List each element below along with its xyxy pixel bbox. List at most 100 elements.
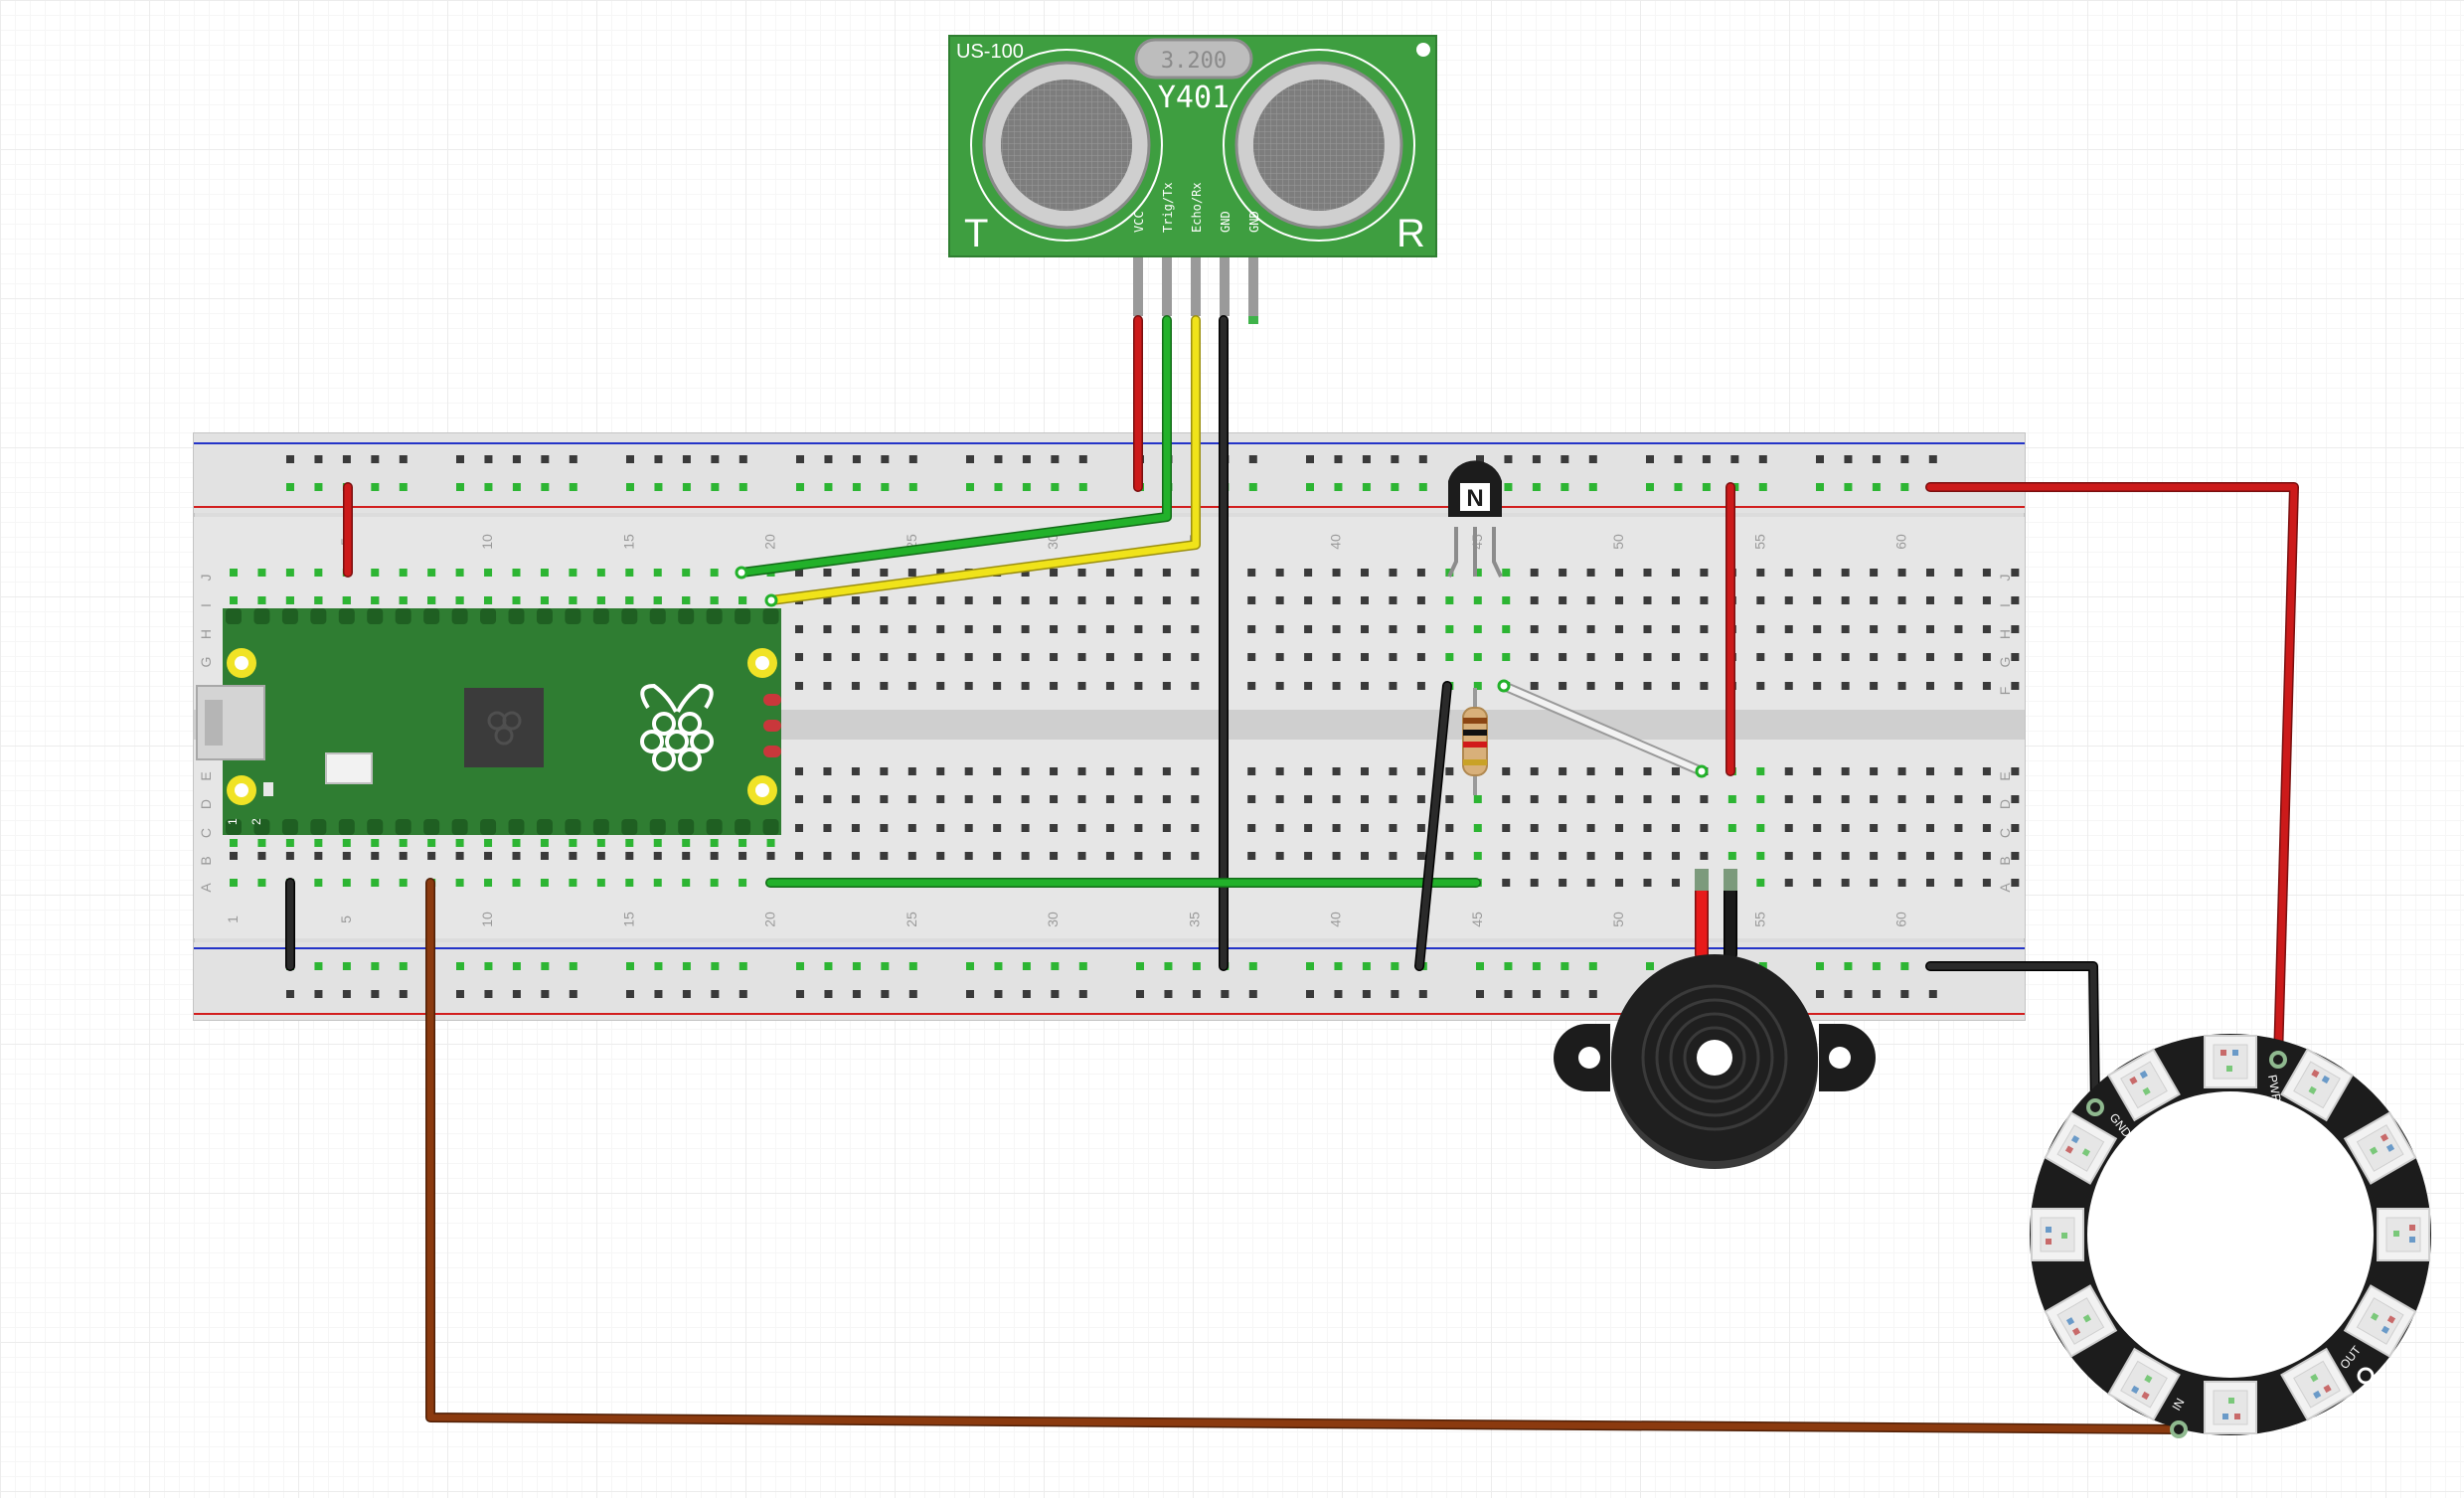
breadboard-hole[interactable] bbox=[1646, 962, 1654, 970]
breadboard-hole[interactable] bbox=[285, 852, 294, 860]
breadboard-hole[interactable] bbox=[1078, 483, 1087, 491]
breadboard-hole[interactable] bbox=[852, 483, 861, 491]
breadboard-hole[interactable] bbox=[907, 682, 916, 690]
breadboard-hole[interactable] bbox=[1476, 962, 1484, 970]
breadboard-hole[interactable] bbox=[1532, 483, 1541, 491]
breadboard-hole[interactable] bbox=[484, 455, 493, 463]
breadboard-hole[interactable] bbox=[1954, 795, 1963, 803]
breadboard-hole[interactable] bbox=[342, 852, 351, 860]
breadboard-hole[interactable] bbox=[1841, 653, 1850, 661]
breadboard-hole[interactable] bbox=[257, 852, 266, 860]
breadboard-hole[interactable] bbox=[314, 569, 323, 577]
breadboard-hole[interactable] bbox=[371, 569, 380, 577]
breadboard-hole[interactable] bbox=[1954, 767, 1963, 775]
breadboard-hole[interactable] bbox=[964, 852, 973, 860]
breadboard-hole[interactable] bbox=[1671, 569, 1680, 577]
breadboard-hole[interactable] bbox=[936, 824, 945, 832]
breadboard-hole[interactable] bbox=[1615, 824, 1624, 832]
breadboard-hole[interactable] bbox=[880, 795, 889, 803]
breadboard-hole[interactable] bbox=[766, 852, 775, 860]
breadboard-hole[interactable] bbox=[1134, 569, 1143, 577]
breadboard-hole[interactable] bbox=[851, 852, 860, 860]
breadboard-hole[interactable] bbox=[881, 990, 890, 998]
breadboard-hole[interactable] bbox=[994, 962, 1003, 970]
breadboard-hole[interactable] bbox=[964, 767, 973, 775]
breadboard-hole[interactable] bbox=[1926, 596, 1934, 604]
breadboard-hole[interactable] bbox=[1473, 569, 1482, 577]
breadboard-hole[interactable] bbox=[1559, 879, 1567, 887]
breadboard-hole[interactable] bbox=[1615, 852, 1624, 860]
breadboard-hole[interactable] bbox=[1559, 824, 1567, 832]
breadboard-hole[interactable] bbox=[1332, 682, 1341, 690]
breadboard-hole[interactable] bbox=[1561, 962, 1569, 970]
breadboard-hole[interactable] bbox=[1841, 625, 1850, 633]
breadboard-hole[interactable] bbox=[1671, 682, 1680, 690]
breadboard-hole[interactable] bbox=[739, 455, 747, 463]
breadboard-hole[interactable] bbox=[1275, 596, 1284, 604]
breadboard-hole[interactable] bbox=[1615, 795, 1624, 803]
breadboard-hole[interactable] bbox=[1105, 824, 1114, 832]
breadboard-hole[interactable] bbox=[342, 879, 351, 887]
breadboard-hole[interactable] bbox=[1473, 852, 1482, 860]
breadboard-hole[interactable] bbox=[371, 962, 380, 970]
breadboard-hole[interactable] bbox=[964, 795, 973, 803]
breadboard-hole[interactable] bbox=[1050, 824, 1059, 832]
breadboard-hole[interactable] bbox=[1926, 682, 1934, 690]
breadboard-hole[interactable] bbox=[1051, 990, 1060, 998]
breadboard-hole[interactable] bbox=[1247, 625, 1256, 633]
breadboard-hole[interactable] bbox=[1445, 852, 1454, 860]
breadboard-hole[interactable] bbox=[314, 852, 323, 860]
breadboard-hole[interactable] bbox=[1559, 653, 1567, 661]
breadboard-hole[interactable] bbox=[1361, 569, 1369, 577]
breadboard-hole[interactable] bbox=[1813, 682, 1822, 690]
breadboard-hole[interactable] bbox=[1816, 990, 1824, 998]
breadboard-hole[interactable] bbox=[1077, 653, 1086, 661]
breadboard-hole[interactable] bbox=[1897, 824, 1906, 832]
breadboard-hole[interactable] bbox=[1105, 767, 1114, 775]
breadboard-hole[interactable] bbox=[908, 455, 917, 463]
breadboard-hole[interactable] bbox=[1813, 596, 1822, 604]
breadboard-hole[interactable] bbox=[1671, 879, 1680, 887]
breadboard-hole[interactable] bbox=[1530, 852, 1539, 860]
breadboard-hole[interactable] bbox=[1476, 455, 1484, 463]
breadboard-hole[interactable] bbox=[796, 455, 804, 463]
breadboard-hole[interactable] bbox=[1727, 852, 1736, 860]
breadboard-hole[interactable] bbox=[1643, 795, 1652, 803]
breadboard-hole[interactable] bbox=[682, 962, 691, 970]
breadboard-hole[interactable] bbox=[1192, 990, 1201, 998]
breadboard-hole[interactable] bbox=[1418, 990, 1427, 998]
breadboard-hole[interactable] bbox=[1191, 767, 1200, 775]
breadboard-hole[interactable] bbox=[1389, 569, 1397, 577]
breadboard-hole[interactable] bbox=[1334, 990, 1343, 998]
breadboard-hole[interactable] bbox=[1870, 879, 1879, 887]
breadboard-hole[interactable] bbox=[1615, 653, 1624, 661]
breadboard-hole[interactable] bbox=[1021, 767, 1030, 775]
breadboard-hole[interactable] bbox=[1416, 852, 1425, 860]
breadboard-hole[interactable] bbox=[1982, 596, 1991, 604]
breadboard-hole[interactable] bbox=[1416, 795, 1425, 803]
breadboard-hole[interactable] bbox=[1021, 852, 1030, 860]
breadboard-hole[interactable] bbox=[1247, 795, 1256, 803]
breadboard-hole[interactable] bbox=[512, 852, 521, 860]
breadboard-hole[interactable] bbox=[653, 569, 662, 577]
breadboard-hole[interactable] bbox=[1586, 879, 1595, 887]
breadboard-hole[interactable] bbox=[994, 990, 1003, 998]
breadboard-hole[interactable] bbox=[1586, 852, 1595, 860]
breadboard-hole[interactable] bbox=[964, 682, 973, 690]
breadboard-hole[interactable] bbox=[823, 682, 832, 690]
breadboard-hole[interactable] bbox=[1900, 455, 1909, 463]
breadboard-hole[interactable] bbox=[711, 483, 720, 491]
breadboard-hole[interactable] bbox=[1362, 455, 1371, 463]
breadboard-hole[interactable] bbox=[484, 962, 493, 970]
breadboard-hole[interactable] bbox=[314, 990, 323, 998]
breadboard-hole[interactable] bbox=[1674, 483, 1683, 491]
breadboard-hole[interactable] bbox=[1504, 455, 1513, 463]
breadboard-hole[interactable] bbox=[881, 455, 890, 463]
breadboard-hole[interactable] bbox=[1841, 824, 1850, 832]
breadboard-hole[interactable] bbox=[739, 962, 747, 970]
breadboard-hole[interactable] bbox=[456, 990, 464, 998]
breadboard-hole[interactable] bbox=[2011, 625, 2020, 633]
breadboard-hole[interactable] bbox=[1813, 879, 1822, 887]
breadboard-hole[interactable] bbox=[512, 962, 521, 970]
breadboard-hole[interactable] bbox=[1221, 990, 1230, 998]
